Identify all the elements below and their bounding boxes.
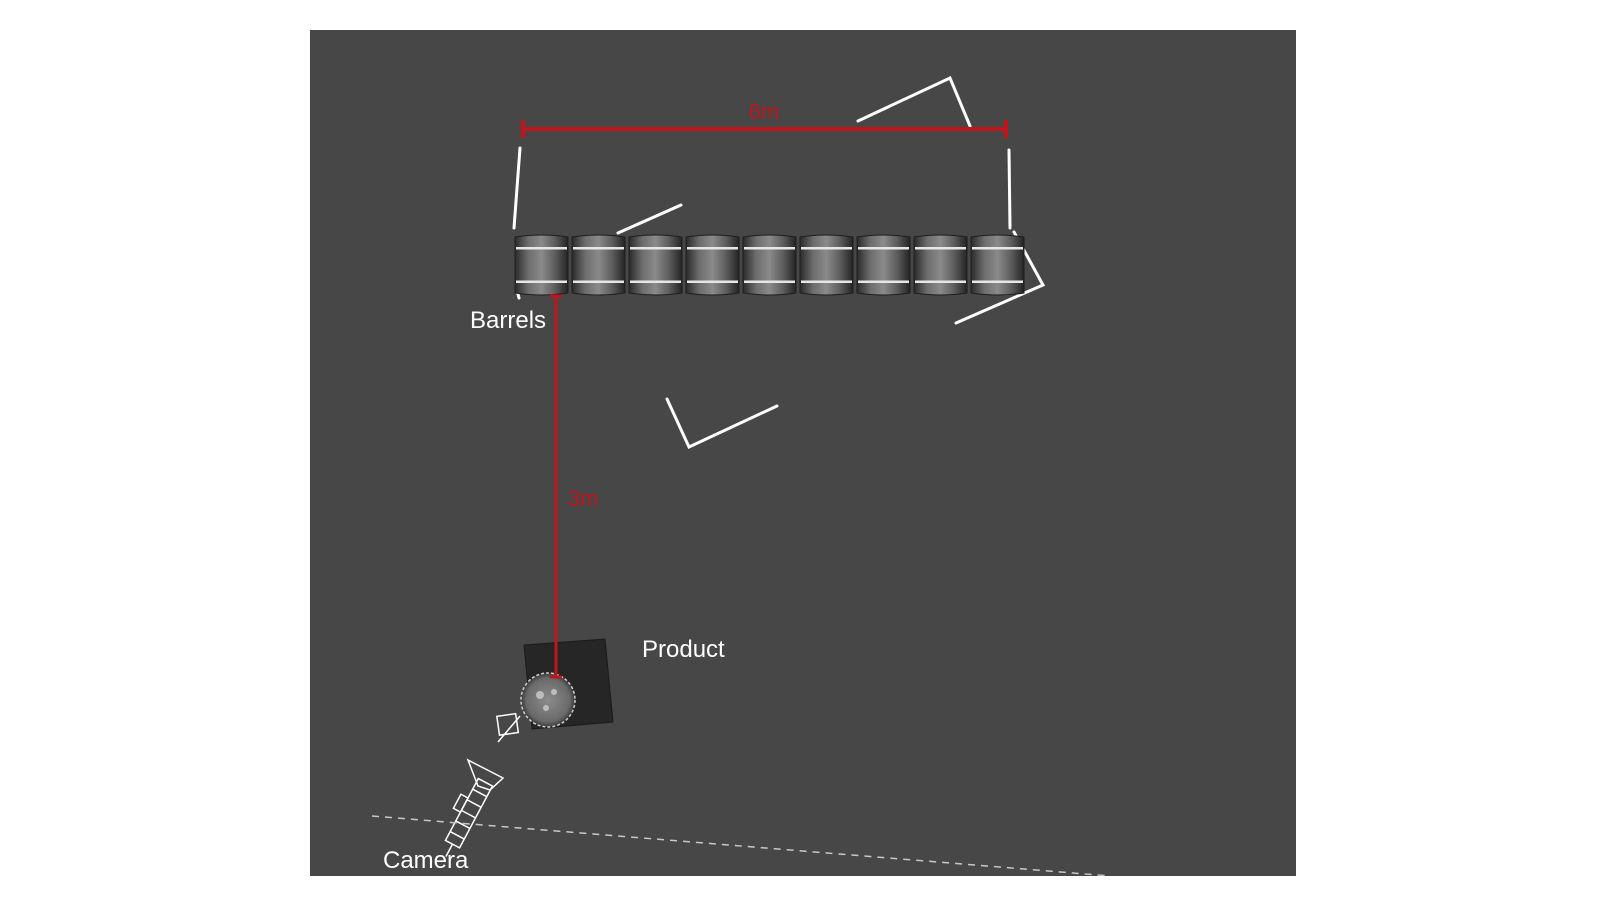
- barrel: [799, 234, 854, 296]
- barrel-body: [514, 234, 569, 296]
- measure-width-label: 6m: [749, 99, 780, 124]
- barrel: [685, 234, 740, 296]
- camera-rig: [444, 712, 521, 857]
- barrel-body: [913, 234, 968, 296]
- barrel-body: [685, 234, 740, 296]
- barrel-body: [856, 234, 911, 296]
- barrel-body: [970, 234, 1025, 296]
- camera-target-box: [495, 712, 520, 737]
- camera-icon: [444, 777, 494, 857]
- camera-label: Camera: [383, 847, 469, 874]
- ground-dashed-line: [371, 815, 1111, 877]
- barrel-body: [799, 234, 854, 296]
- product-detail: [551, 689, 557, 695]
- product-item: [520, 672, 576, 728]
- measure-distance-label: 3m: [568, 486, 599, 511]
- light-outline-top-right: [856, 75, 972, 128]
- barrel: [856, 234, 911, 296]
- barrel-row: [514, 234, 1025, 296]
- measure-width: 6m: [521, 99, 1008, 138]
- viewport-background: [310, 30, 1296, 876]
- product-detail: [536, 691, 544, 699]
- product-detail: [543, 705, 549, 711]
- barrel: [742, 234, 797, 296]
- barrels-label: Barrels: [470, 307, 546, 334]
- measure-distance: 3m: [550, 294, 599, 679]
- product-group: [520, 638, 614, 730]
- barrel: [628, 234, 683, 296]
- light-outline-center: [665, 397, 779, 449]
- barrel-body: [571, 234, 626, 296]
- product-label: Product: [642, 636, 725, 663]
- light-outline-edge: [1007, 148, 1012, 230]
- barrel-body: [628, 234, 683, 296]
- light-outline-small: [616, 203, 683, 235]
- barrel: [514, 234, 569, 296]
- barrel: [913, 234, 968, 296]
- barrel-body: [742, 234, 797, 296]
- barrel: [970, 234, 1025, 296]
- barrel: [571, 234, 626, 296]
